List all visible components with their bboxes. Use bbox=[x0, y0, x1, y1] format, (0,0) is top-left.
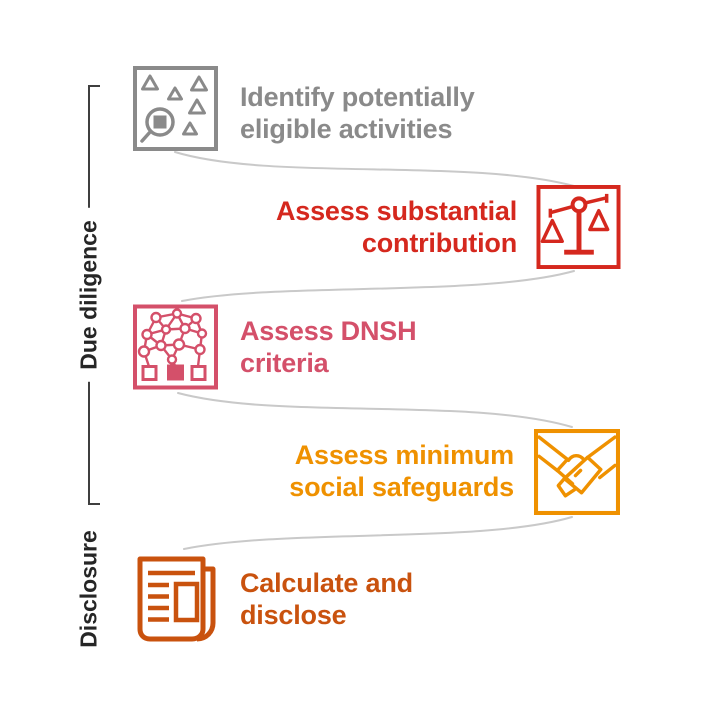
balance-scale-icon bbox=[536, 185, 621, 269]
step-2-label: Assess substantial contribution bbox=[275, 196, 517, 258]
handshake-icon bbox=[534, 429, 620, 515]
connector-step1-step2 bbox=[174, 151, 575, 187]
step-1-label: Identify potentially eligible activities bbox=[240, 82, 475, 144]
disclosure-label: Disclosure bbox=[75, 518, 103, 660]
network-tree-icon bbox=[133, 303, 218, 391]
step-4-label: Assess minimum social safeguards bbox=[289, 440, 514, 502]
magnifier-triangles-icon bbox=[133, 66, 218, 151]
step-3-label: Assess DNSH criteria bbox=[240, 316, 417, 378]
due-diligence-label: Due diligence bbox=[75, 208, 103, 382]
step-5-label: Calculate and disclose bbox=[240, 568, 413, 630]
connector-step2-step3 bbox=[181, 270, 575, 302]
connector-step4-step5 bbox=[183, 516, 573, 550]
newspaper-icon bbox=[128, 551, 225, 646]
connector-step3-step4 bbox=[177, 392, 573, 428]
